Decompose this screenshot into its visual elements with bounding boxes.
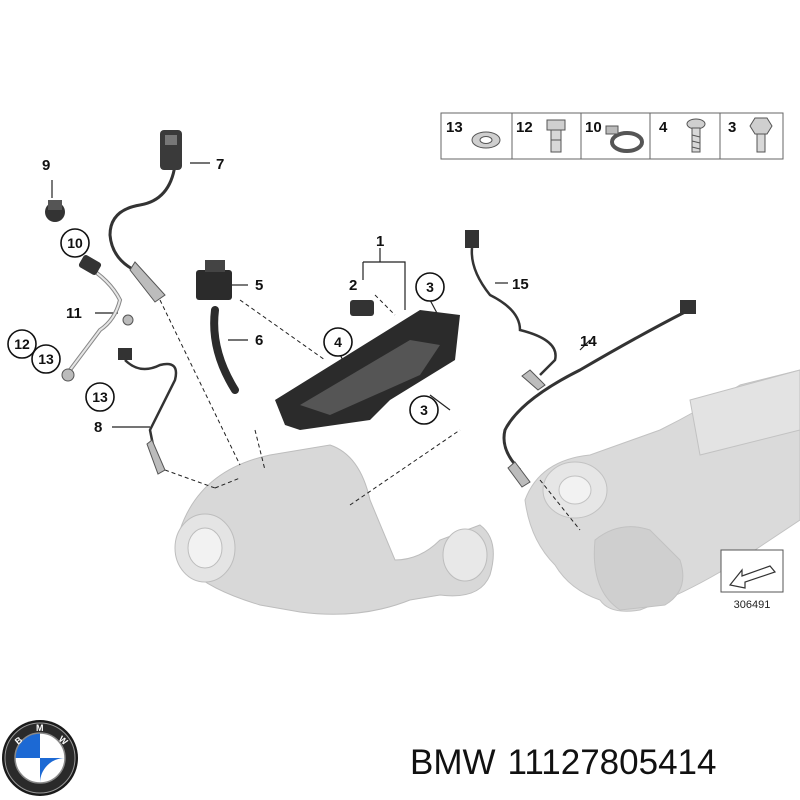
legend-num-10: 10 [585,119,602,136]
svg-text:3: 3 [426,279,434,295]
hose-6 [210,306,239,394]
pipe-11 [45,200,134,382]
circled-callout-10: 10 [60,228,90,258]
svg-text:13: 13 [38,351,54,367]
diagram-code: 306491 [734,599,771,611]
part-5-sensor [196,260,232,300]
particulate-filter [174,444,494,615]
circled-callout-4: 4 [323,327,353,357]
callout-9: 9 [42,157,50,174]
callout-5: 5 [255,277,263,294]
hex-bolt-icon [749,117,773,153]
small-parts-legend: 13 12 10 4 3 [440,112,784,160]
washer-icon [471,131,501,149]
svg-text:4: 4 [334,334,342,350]
bmw-logo: B M W [2,720,78,796]
circled-callout-13b: 13 [85,382,115,412]
svg-text:10: 10 [67,235,83,251]
brand-name: BMW [410,743,496,782]
hose-clamp-icon [605,125,644,153]
sensor-7 [108,130,182,303]
legend-num-12: 12 [516,119,533,136]
callout-1: 1 [376,233,384,250]
svg-text:13: 13 [92,389,108,405]
svg-text:12: 12 [14,336,30,352]
callout-11: 11 [66,305,82,322]
callout-15: 15 [512,276,529,293]
sensor-8 [118,348,178,475]
sensor-15 [465,230,557,391]
callout-7: 7 [216,156,224,173]
circled-callout-3b: 3 [409,395,439,425]
bracket-4 [275,300,460,430]
circled-callout-3a: 3 [415,272,445,302]
callout-6: 6 [255,332,263,349]
circled-callout-13a: 13 [31,344,61,374]
callout-2: 2 [349,277,357,294]
svg-text:M: M [36,723,44,733]
screw-icon [686,118,706,153]
part-number: 11127805414 [507,743,717,782]
callout-8: 8 [94,419,102,436]
sensor-14 [502,300,696,488]
leader-lines [159,294,581,531]
arrow-icon [728,565,777,589]
legend-num-4: 4 [659,119,668,136]
legend-num-13: 13 [446,119,463,136]
callout-14: 14 [580,333,597,350]
circled-callout-12: 12 [7,329,37,359]
svg-text:3: 3 [420,402,428,418]
hollow-bolt-icon [546,119,566,153]
svg-text:B: B [13,734,25,746]
diagram-code-box: 306491 [720,549,784,611]
part-title: BMW 11127805414 [410,738,795,788]
legend-num-3: 3 [728,119,736,136]
